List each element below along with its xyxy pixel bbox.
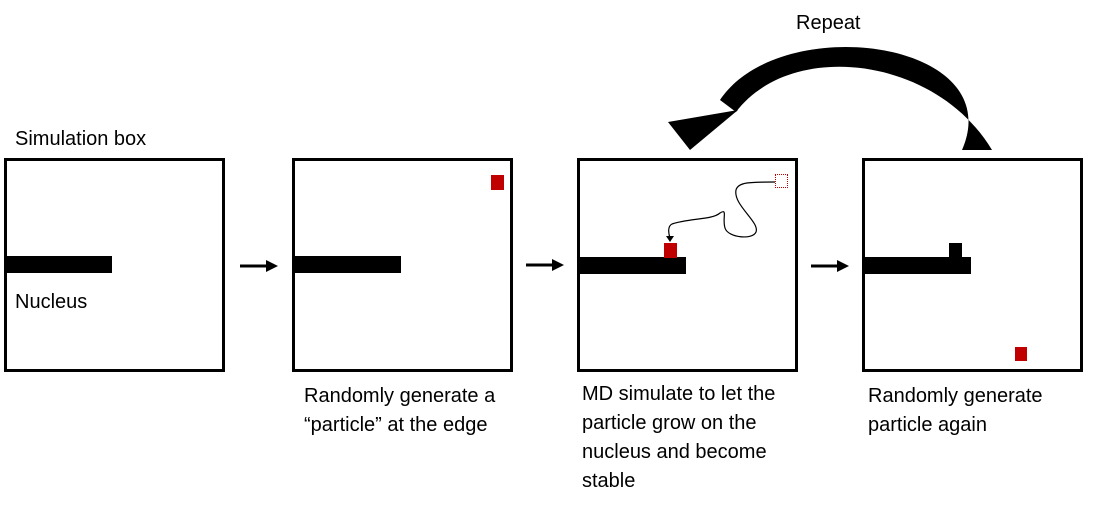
caption-step-4-line-1: Randomly generate bbox=[868, 385, 1043, 407]
caption-step-4-line-2: particle again bbox=[868, 414, 987, 436]
caption-step-3-line-3: nucleus and become bbox=[582, 441, 767, 463]
nucleus-bar-4 bbox=[862, 257, 971, 274]
simulation-box-label: Simulation box bbox=[15, 128, 147, 150]
caption-step-3-line-2: particle grow on the bbox=[582, 412, 757, 434]
caption-step-3-line-1: MD simulate to let the bbox=[582, 383, 776, 405]
nucleus-bar-2 bbox=[292, 256, 401, 273]
nucleus-label: Nucleus bbox=[15, 291, 88, 313]
particle-start-position bbox=[775, 174, 788, 188]
repeat-arrow-body bbox=[720, 47, 992, 150]
caption-step-2: Randomly generate a “particle” at the ed… bbox=[304, 382, 495, 440]
caption-step-3-line-4: stable bbox=[582, 470, 636, 492]
particle-new-again bbox=[1015, 347, 1027, 361]
repeat-label: Repeat bbox=[796, 12, 861, 34]
grown-particle bbox=[949, 243, 962, 258]
nucleus-bar-1 bbox=[4, 256, 112, 273]
nucleus-bar-3 bbox=[577, 257, 686, 274]
particle-attached bbox=[664, 243, 677, 258]
caption-step-3: MD simulate to let the particle grow on … bbox=[582, 380, 775, 496]
caption-step-2-line-1: Randomly generate a bbox=[304, 385, 496, 407]
caption-step-2-line-2: “particle” at the edge bbox=[304, 414, 488, 436]
particle-new bbox=[491, 175, 504, 190]
caption-step-4: Randomly generate particle again bbox=[868, 382, 1043, 440]
repeat-arrow-head bbox=[668, 110, 738, 150]
